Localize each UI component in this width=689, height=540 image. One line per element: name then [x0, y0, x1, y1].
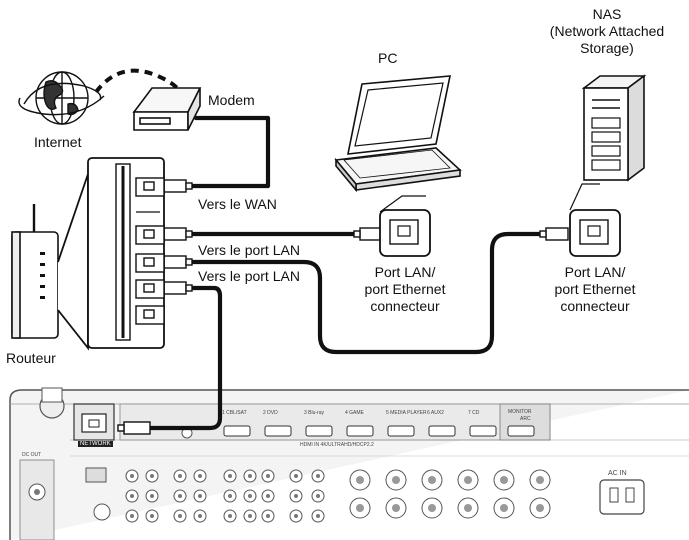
- rca-jack-center: [150, 474, 154, 478]
- speaker-terminal-center: [500, 504, 508, 512]
- pc-port-label-line2: port Ethernet: [364, 281, 446, 297]
- speaker-terminal-center: [428, 476, 436, 484]
- hdmi-port: [428, 425, 456, 437]
- pc-port-zoom: [379, 195, 431, 257]
- hdmi-port-label: 4 GAME: [345, 410, 364, 416]
- dc-out-label: DC OUT: [22, 452, 42, 458]
- to-lan-label-2: Vers le port LAN: [198, 268, 300, 284]
- speaker-terminal-center: [356, 504, 364, 512]
- hdmi-port: [305, 425, 333, 437]
- nas-label-line1: NAS: [592, 6, 622, 22]
- hdmi-port-label: 2 DVD: [263, 410, 278, 416]
- nas-label-line3: Storage): [580, 40, 634, 56]
- cables: [147, 115, 551, 431]
- speaker-terminal-center: [428, 504, 436, 512]
- network-jack: [73, 403, 115, 441]
- hdmi-port-label: 1 CBL/SAT: [222, 410, 247, 416]
- rca-jack-center: [150, 494, 154, 498]
- rca-jack-center: [294, 514, 298, 518]
- speaker-terminal-center: [392, 504, 400, 512]
- hdmi-port: [264, 425, 292, 437]
- nas-device-icon: [581, 74, 647, 182]
- speaker-terminal-center: [464, 504, 472, 512]
- nas-port-label-line1: Port LAN/: [564, 264, 626, 280]
- nas-port-label: Port LAN/ port Ethernet connecteur: [530, 264, 660, 315]
- rca-jack-center: [228, 514, 232, 518]
- modem-device-icon: [132, 87, 202, 131]
- ac-in-label: AC IN: [608, 470, 627, 477]
- rca-jack-center: [266, 474, 270, 478]
- rca-jack-center: [294, 494, 298, 498]
- hdmi-in-label: HDMI IN 4K/ULTRAHD/HDCP2.2: [300, 442, 374, 448]
- rca-jack-center: [198, 474, 202, 478]
- hdmi-port: [387, 425, 415, 437]
- rca-jack-center: [228, 494, 232, 498]
- hdmi-port: [346, 425, 374, 437]
- pc-port-label: Port LAN/ port Ethernet connecteur: [340, 264, 470, 315]
- hdmi-port-label: 6 AUX2: [427, 410, 444, 416]
- nas-port-label-line3: connecteur: [560, 298, 630, 314]
- rca-jack-center: [198, 494, 202, 498]
- rca-jack-center: [248, 494, 252, 498]
- rca-jack-center: [228, 474, 232, 478]
- network-jack-label: NETWORK: [78, 441, 113, 447]
- hdmi-port: [469, 425, 497, 437]
- to-lan-label-1: Vers le port LAN: [198, 242, 300, 258]
- nas-port-label-line2: port Ethernet: [554, 281, 636, 297]
- pc-label: PC: [378, 50, 398, 66]
- cable-wan: [187, 115, 271, 189]
- rca-jack-center: [130, 474, 134, 478]
- modem-label: Modem: [208, 92, 255, 108]
- rca-jack-center: [266, 494, 270, 498]
- rca-jack-center: [316, 514, 320, 518]
- rca-jack-center: [178, 514, 182, 518]
- hdmi-port-label: 5 MEDIA PLAYER: [386, 410, 427, 416]
- speaker-terminal-center: [500, 476, 508, 484]
- nas-label: NAS (Network Attached Storage): [530, 6, 684, 57]
- rca-jack-center: [198, 514, 202, 518]
- rca-jack-center: [248, 514, 252, 518]
- hdmi-port-label: 3 Blu-ray: [304, 410, 325, 416]
- router-port-zoom: [57, 157, 165, 351]
- cable-nas: [183, 231, 551, 355]
- hdmi-port-label: 7 CD: [468, 410, 480, 416]
- to-wan-label: Vers le WAN: [198, 196, 277, 212]
- pc-port-label-line1: Port LAN/: [374, 264, 436, 280]
- internet-label: Internet: [34, 134, 82, 150]
- router-label: Routeur: [6, 350, 56, 366]
- hdmi-port: [223, 425, 251, 437]
- internet-globe-icon: [18, 71, 105, 125]
- rca-jack-center: [294, 474, 298, 478]
- cable-receiver: [147, 285, 223, 431]
- rca-jack-center: [178, 494, 182, 498]
- pc-port-label-line3: connecteur: [370, 298, 440, 314]
- rca-jack-center: [316, 494, 320, 498]
- speaker-terminal-center: [536, 476, 544, 484]
- speaker-terminal-center: [536, 504, 544, 512]
- nas-port-zoom: [569, 183, 621, 257]
- analog-jacks: [19, 459, 551, 540]
- rca-jack-center: [266, 514, 270, 518]
- monitor-label: MONITOR: [508, 409, 532, 415]
- speaker-terminal-center: [356, 476, 364, 484]
- rca-jack-center: [130, 494, 134, 498]
- rca-jack-center: [316, 474, 320, 478]
- speaker-terminal-center: [392, 476, 400, 484]
- speaker-terminal-center: [464, 476, 472, 484]
- router-device-icon: [11, 204, 59, 339]
- nas-label-line2: (Network Attached: [549, 23, 665, 39]
- monitor-arc-label: ARC: [520, 416, 531, 422]
- cable-internet-dashed: [94, 68, 182, 94]
- rca-jack-center: [178, 474, 182, 478]
- rca-jack-center: [248, 474, 252, 478]
- ac-inlet: [599, 479, 645, 515]
- pc-laptop-icon: [334, 75, 462, 193]
- rj45-plugs: [117, 179, 569, 435]
- antenna-mount: [39, 387, 65, 419]
- rca-jack-center: [150, 514, 154, 518]
- rca-jack-center: [130, 514, 134, 518]
